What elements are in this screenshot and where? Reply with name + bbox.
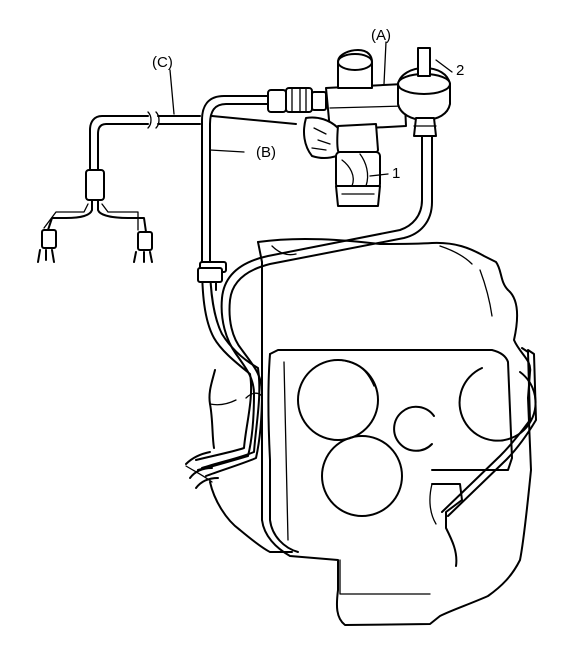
fitting-left-1 (267, 89, 287, 113)
leader-lines (169, 41, 453, 177)
regulator-nipple (417, 47, 431, 77)
fuel-injector-1 (335, 123, 381, 207)
cylinder-bore-lower (321, 435, 403, 517)
label-a: (A) (371, 27, 391, 44)
return-hose (185, 135, 433, 489)
label-b: (B) (256, 144, 276, 161)
terminal-left (41, 229, 57, 249)
fitting-left-2 (285, 87, 313, 113)
right-side-pipe (441, 347, 537, 517)
fuel-tee-a (267, 49, 407, 159)
label-2: 2 (456, 62, 465, 79)
regulator-outlet (413, 117, 437, 137)
wire-harness (37, 169, 153, 263)
leader-line-c (169, 69, 175, 115)
label-1: 1 (392, 165, 401, 182)
cylinder-bores (297, 359, 537, 517)
cylinder-bore-small (393, 405, 435, 452)
leader-line-a (383, 41, 387, 85)
pressure-regulator-2 (397, 47, 451, 137)
leader-line-1 (369, 173, 389, 177)
fitting-left-3 (311, 91, 327, 111)
hose-clamp-return (197, 267, 223, 283)
harness-connector (85, 169, 105, 201)
injector-body (335, 151, 381, 189)
terminal-right (137, 231, 153, 251)
fuel-hose-c (89, 111, 297, 171)
leader-line-2 (435, 59, 453, 73)
leader-line-b (209, 149, 245, 153)
engine-block (185, 237, 532, 626)
label-c: (C) (152, 54, 173, 71)
cylinder-bore-upper-right (458, 367, 537, 442)
